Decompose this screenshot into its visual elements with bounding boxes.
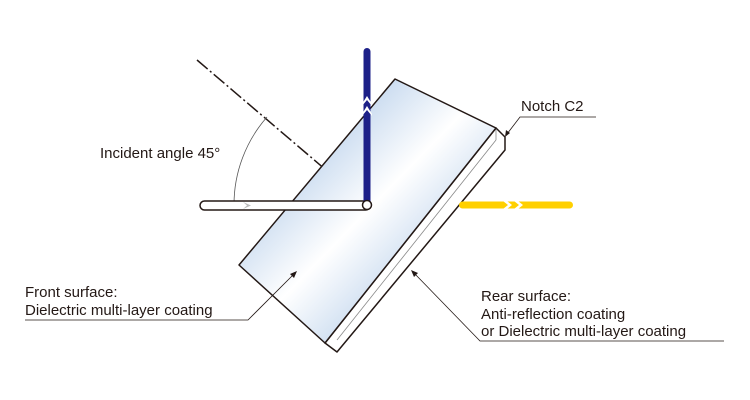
rear-surface-ar-coating-label: Anti-reflection coating — [481, 306, 625, 323]
reflected-beam-chevron — [362, 96, 372, 106]
angle-arc — [233, 116, 268, 206]
reflected-beam — [363, 48, 371, 206]
incident-beam-chevron — [243, 202, 251, 209]
incident-angle-label: Incident angle 45° — [100, 145, 220, 162]
rear-surface-label: Rear surface: — [481, 288, 571, 305]
rear-surface-leader-line — [413, 272, 724, 342]
rear-surface-dielectric-label: or Dielectric multi-layer coating — [481, 323, 686, 340]
front-surface-arrowhead — [290, 271, 297, 278]
front-surface-label: Front surface: — [25, 284, 118, 301]
transmitted-beam-chevron — [514, 201, 523, 209]
incident-beam — [199, 200, 371, 211]
front-surface-leader-line — [25, 273, 295, 321]
rear-surface-arrowhead — [411, 270, 418, 277]
notch-label: Notch C2 — [521, 98, 584, 115]
beam-reflection-point — [361, 199, 373, 211]
transmitted-beam-chevron — [503, 201, 512, 209]
transmitted-beam — [459, 201, 573, 209]
front-surface-coating-label: Dielectric multi-layer coating — [25, 302, 213, 319]
plate-inner-edge — [336, 139, 497, 341]
reflected-beam-chevron — [362, 106, 372, 116]
notch-arrowhead — [505, 130, 510, 137]
notch-leader-line — [506, 116, 596, 135]
